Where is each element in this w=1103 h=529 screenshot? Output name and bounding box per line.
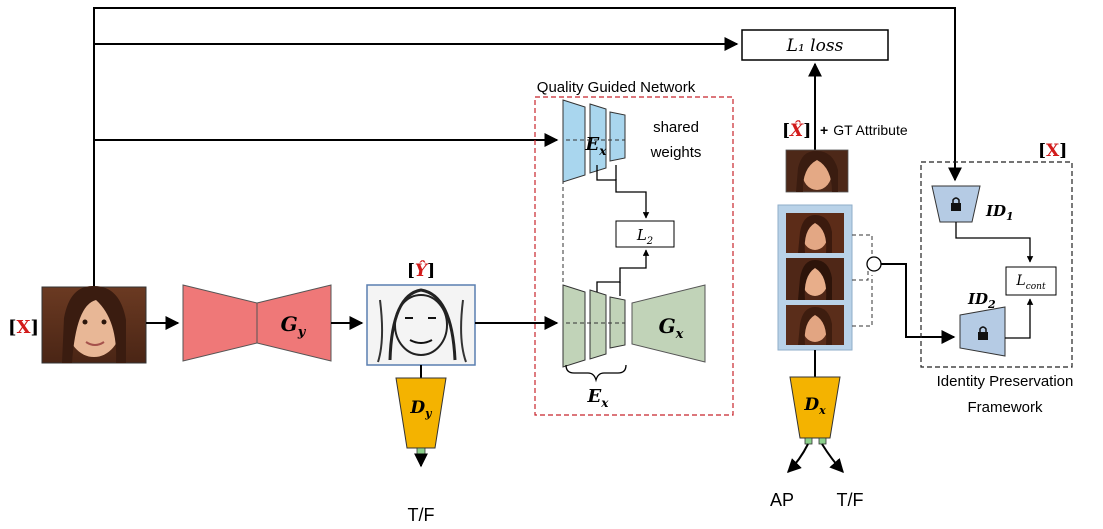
identity-preservation-box bbox=[920, 161, 1073, 368]
ipf-label-line1: Identity Preservation bbox=[937, 373, 1074, 390]
id1-label: ID1 bbox=[985, 202, 1014, 223]
feedback-lines bbox=[93, 7, 962, 288]
encoder-ex-bottom bbox=[562, 284, 626, 368]
quality-guided-network-box bbox=[534, 96, 734, 416]
l2-loss-label: L2 bbox=[636, 226, 653, 247]
attribute-face-stack bbox=[777, 204, 853, 351]
shared-weights-line1: shared bbox=[653, 119, 699, 136]
l-cont-label: Lcont bbox=[1015, 273, 1046, 292]
l2-loss-box bbox=[615, 220, 675, 248]
x-hat-label: [X̂] bbox=[782, 121, 811, 141]
l1-loss-label: L₁ loss bbox=[786, 36, 844, 56]
y-hat-label: [Ŷ] bbox=[407, 260, 435, 281]
input-face-image bbox=[41, 285, 147, 364]
gx-label: Gx bbox=[659, 314, 684, 342]
ex-top-label: Ex bbox=[585, 134, 608, 158]
dx-output-ap-label: AP bbox=[770, 490, 794, 510]
dy-output-label: T/F bbox=[408, 505, 435, 525]
dx-output-tf-label: T/F bbox=[837, 490, 864, 510]
identity-net-id2: ID2 bbox=[959, 290, 1006, 357]
generator-gx: Gx bbox=[631, 284, 706, 363]
lock-icon bbox=[978, 326, 988, 340]
dy-label: Dy bbox=[409, 398, 433, 420]
stack-face-1 bbox=[786, 213, 844, 253]
sketch-image-y-hat bbox=[366, 284, 476, 366]
stack-face-2 bbox=[786, 258, 844, 300]
ex-bottom-label: Ex bbox=[587, 386, 610, 410]
ipf-x-label: [X] bbox=[1038, 141, 1067, 161]
gy-label: Gy bbox=[281, 312, 307, 340]
discriminator-dx: Dx bbox=[789, 376, 841, 445]
dx-label: Dx bbox=[803, 395, 826, 417]
stack-face-3 bbox=[786, 305, 844, 345]
generator-gy: Gy bbox=[182, 284, 332, 362]
l-cont-box bbox=[1005, 266, 1057, 296]
identity-net-id1: ID1 bbox=[931, 185, 1014, 223]
lock-icon bbox=[951, 197, 961, 211]
reconstructed-face-image bbox=[785, 149, 849, 193]
id2-label: ID2 bbox=[967, 290, 996, 311]
combine-node bbox=[866, 256, 882, 272]
l1-loss-box: L₁ loss bbox=[741, 29, 889, 61]
quality-guided-network-label: Quality Guided Network bbox=[537, 79, 696, 96]
encoder-brace bbox=[565, 364, 627, 383]
gt-attribute-label: +GT Attribute bbox=[820, 122, 908, 138]
encoder-ex-top: Ex bbox=[562, 99, 626, 183]
discriminator-dy: Dy bbox=[395, 377, 447, 455]
shared-weights-line2: weights bbox=[650, 144, 702, 161]
input-x-label: [X] bbox=[8, 317, 39, 338]
ipf-label-line2: Framework bbox=[967, 399, 1043, 416]
